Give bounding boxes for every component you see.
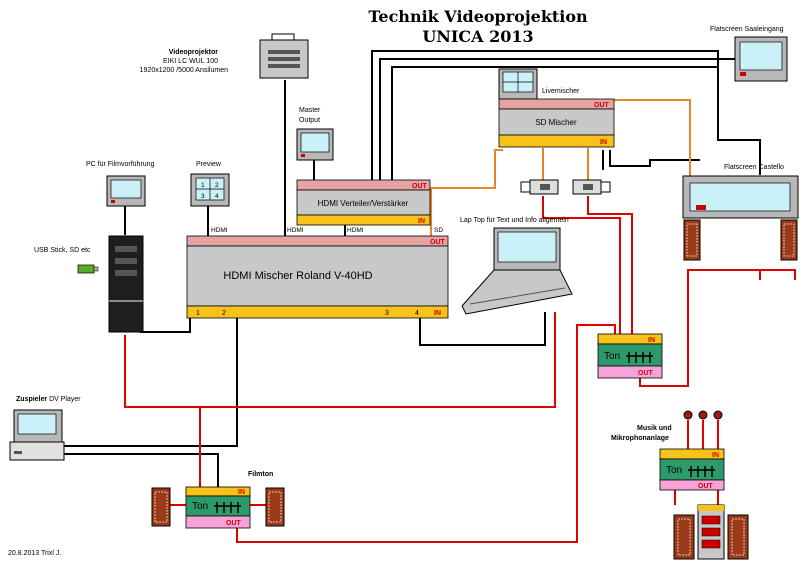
sd-mischer: OUT SD Mischer IN — [498, 98, 615, 148]
filmton-label: Filmton — [248, 471, 273, 478]
live-monitor-icon — [498, 68, 538, 100]
flat1-label: Flatscreen Saaleingang — [710, 26, 784, 33]
preview-monitor-icon: 1 2 3 4 — [190, 173, 230, 207]
live-box-label: SD Mischer — [535, 118, 577, 127]
mischer-label: HDMI Mischer Roland V-40HD — [223, 270, 372, 282]
hdmi-label-preview: HDMI — [211, 227, 228, 234]
preview-cell-2: 2 — [215, 182, 219, 189]
camera-icon-left — [520, 179, 559, 195]
usb-stick-icon — [77, 264, 99, 274]
dv-player-icon — [9, 409, 65, 461]
ton-musik: IN Ton OUT — [659, 448, 725, 491]
preview-cell-4: 4 — [215, 193, 219, 200]
mischer-input-2: 2 — [222, 310, 226, 317]
hdmi-label-projector: HDMI — [287, 227, 304, 234]
projector-icon — [259, 33, 309, 79]
verteiler-label: HDMI Verteiler/Verstärker — [318, 199, 409, 208]
musik-speaker-left-icon — [673, 514, 695, 560]
laptop-label: Lap Top für Text und Info allgemein — [460, 217, 569, 224]
projector-heading: Videoprojektor — [169, 49, 219, 56]
filmton-in: IN — [238, 489, 245, 496]
filmton-out: OUT — [226, 520, 242, 527]
live-out: OUT — [594, 102, 610, 109]
flat2-speaker-left-icon — [683, 219, 701, 261]
laptop-icon — [461, 227, 573, 315]
musik-in: IN — [712, 452, 719, 459]
master-output-line-2: Output — [299, 117, 320, 124]
camera-icon-right — [572, 179, 611, 195]
mischer-input-4: 4 — [415, 310, 419, 317]
preview-cell-3: 3 — [201, 193, 205, 200]
master-output-line-1: Master — [299, 107, 321, 114]
footer-credit: 20.8.2013 Trixl J. — [8, 550, 61, 557]
flat2-monitor-icon — [682, 175, 799, 219]
preview-cell-1: 1 — [201, 182, 205, 189]
musik-line-1: Musik und — [637, 425, 672, 432]
microphone-icons — [683, 410, 723, 420]
hdmi-mischer: OUT HDMI Mischer Roland V-40HD IN 1 2 3 … — [186, 235, 449, 319]
pc-monitor-icon — [106, 175, 146, 207]
musik-box: Ton — [666, 465, 682, 476]
title-line-1: Technik Videoprojektion — [368, 7, 588, 26]
ton-mid: IN Ton OUT — [597, 333, 663, 379]
ton-mid-box: Ton — [604, 351, 620, 362]
ton-mid-in: IN — [648, 337, 655, 344]
pc-label: PC für Filmvorführung — [86, 161, 155, 168]
filmton-fader-icon — [214, 502, 241, 513]
verteiler-out: OUT — [412, 183, 428, 190]
title-line-2: UNICA 2013 — [422, 27, 533, 46]
projector-spec: 1920x1200 /5000 Ansilumen — [140, 67, 228, 74]
mischer-in: IN — [434, 310, 441, 317]
live-label: Livemischer — [542, 88, 580, 95]
projector-model: EIKI LC WUL 100 — [163, 58, 218, 65]
zuspieler-label: Zuspieler DV Player — [16, 396, 81, 403]
musik-line-2: Mikrophonanlage — [611, 435, 669, 442]
musik-out: OUT — [698, 483, 714, 490]
pc-tower-icon — [108, 235, 144, 333]
flat2-label: Flatscreen Castello — [724, 164, 784, 171]
filmton-box: Ton — [192, 501, 208, 512]
sd-label: SD — [434, 227, 443, 234]
usb-label: USB Stick, SD etc — [34, 247, 91, 254]
live-in: IN — [600, 139, 607, 146]
ton-film: IN Ton OUT — [185, 486, 251, 529]
mischer-out: OUT — [430, 239, 446, 246]
ton-mid-out: OUT — [638, 370, 654, 377]
red-wires — [124, 196, 796, 543]
musik-fader-icon — [688, 466, 715, 477]
verteiler-in: IN — [418, 218, 425, 225]
filmton-speaker-right-icon — [265, 487, 285, 527]
black-wires — [62, 50, 761, 487]
mischer-input-3: 3 — [385, 310, 389, 317]
mischer-input-1: 1 — [196, 310, 200, 317]
ton-mid-fader-icon — [626, 352, 653, 363]
preview-label: Preview — [196, 161, 222, 168]
flat1-monitor-icon — [734, 36, 788, 82]
flat2-speaker-right-icon — [780, 219, 798, 261]
filmton-speaker-left-icon — [151, 487, 171, 527]
musik-amp-icon — [697, 504, 725, 560]
orange-wires — [430, 99, 691, 236]
master-monitor-icon — [296, 128, 334, 161]
musik-speaker-right-icon — [727, 514, 749, 560]
hdmi-label-verteiler: HDMI — [347, 227, 364, 234]
hdmi-verteiler: OUT HDMI Verteiler/Verstärker IN — [296, 179, 431, 226]
